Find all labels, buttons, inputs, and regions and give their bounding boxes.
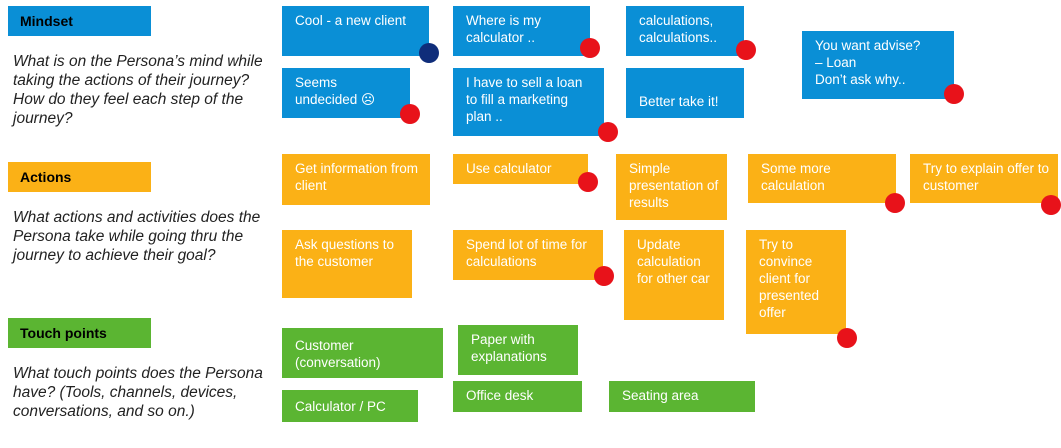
- sentiment-dot-red: [944, 84, 964, 104]
- touchpoint-note-paper: Paper with explanations: [458, 325, 578, 375]
- touchpoints-question: What touch points does the Persona have?…: [13, 365, 263, 420]
- sentiment-dot-red: [400, 104, 420, 124]
- sentiment-dot-navy: [419, 43, 439, 63]
- sentiment-dot-red: [578, 172, 598, 192]
- mindset-note-calculations: calculations, calculations..: [626, 6, 744, 56]
- sentiment-dot-red: [580, 38, 600, 58]
- mindset-question: What is on the Persona’s mind while taki…: [13, 53, 263, 127]
- touchpoint-note-seating-area: Seating area: [609, 381, 755, 412]
- actions-question: What actions and activities does the Per…: [13, 209, 261, 264]
- touchpoint-note-customer: Customer (conversation): [282, 328, 443, 378]
- mindset-note-advise: You want advise? – Loan Don’t ask why..: [802, 31, 954, 99]
- action-note-ask-questions: Ask questions to the customer: [282, 230, 412, 298]
- touchpoint-note-office-desk: Office desk: [453, 381, 582, 412]
- mindset-note-better-take-it: Better take it!: [626, 68, 744, 118]
- action-note-spend-time: Spend lot of time for calculations: [453, 230, 603, 280]
- mindset-note-new-client: Cool - a new client: [282, 6, 429, 56]
- action-note-more-calculation: Some more calculation: [748, 154, 896, 203]
- sentiment-dot-red: [1041, 195, 1061, 215]
- mindset-note-undecided: Seems undecided ☹: [282, 68, 410, 118]
- action-note-explain-offer: Try to explain offer to customer: [910, 154, 1058, 203]
- sentiment-dot-red: [598, 122, 618, 142]
- action-note-update-calculation: Update calculation for other car: [624, 230, 724, 320]
- sentiment-dot-red: [885, 193, 905, 213]
- mindset-note-sell-loan: I have to sell a loan to fill a marketin…: [453, 68, 604, 136]
- action-note-get-information: Get information from client: [282, 154, 430, 205]
- touchpoints-header: Touch points: [8, 318, 151, 348]
- sentiment-dot-red: [837, 328, 857, 348]
- sentiment-dot-red: [736, 40, 756, 60]
- action-note-simple-presentation: Simple presentation of results: [616, 154, 727, 220]
- actions-header: Actions: [8, 162, 151, 192]
- mindset-header: Mindset: [8, 6, 151, 36]
- mindset-note-where-calculator: Where is my calculator ..: [453, 6, 590, 56]
- touchpoint-note-calculator-pc: Calculator / PC: [282, 390, 418, 422]
- action-note-use-calculator: Use calculator: [453, 154, 588, 184]
- sentiment-dot-red: [594, 266, 614, 286]
- action-note-convince-client: Try to convince client for presented off…: [746, 230, 846, 334]
